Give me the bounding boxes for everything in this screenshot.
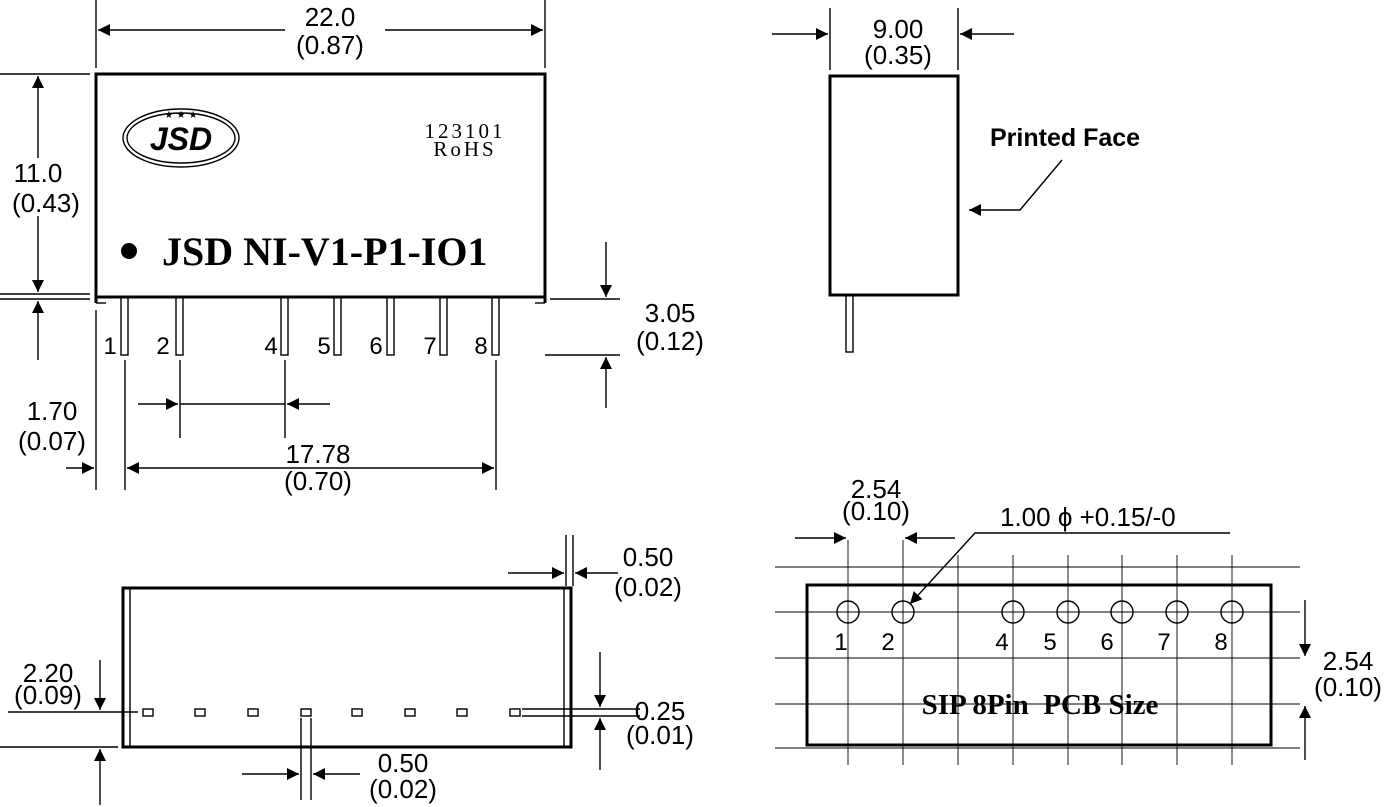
front-view: ★ ★ ★ JSD 123101 RoHS JSD NI-V1-P1-IO1 1… (0, 0, 704, 496)
svg-text:7: 7 (423, 333, 436, 360)
thickness-dim-mm: 9.00 (873, 14, 924, 44)
offset-dim-in: (0.09) (14, 680, 82, 710)
printed-face-label: Printed Face (990, 124, 1140, 152)
edge-offset-dim-in: (0.07) (18, 426, 86, 456)
edge-offset-dim-mm: 1.70 (27, 396, 78, 426)
svg-text:8: 8 (474, 333, 487, 360)
width-dim-mm: 22.0 (305, 2, 356, 32)
bottom-pins (142, 708, 521, 717)
pin-length-dim-mm: 3.05 (645, 298, 696, 328)
front-pins (120, 296, 500, 356)
pin-thickness-dim-mm: 0.25 (635, 696, 686, 726)
svg-text:4: 4 (995, 629, 1008, 656)
module-body (94, 72, 547, 299)
svg-text:★ ★ ★: ★ ★ ★ (164, 110, 197, 121)
model-name: JSD NI-V1-P1-IO1 (162, 229, 488, 274)
date-code: 123101 (425, 119, 506, 143)
thickness-dim-in: (0.35) (864, 40, 932, 70)
svg-text:6: 6 (1100, 629, 1113, 656)
front-pin-labels: 1 2 4 5 6 7 8 (103, 333, 487, 360)
row-dim-in: (0.10) (1314, 672, 1382, 702)
side-body (828, 74, 960, 297)
svg-text:2: 2 (881, 629, 894, 656)
pcb-grid (775, 540, 1300, 765)
svg-text:6: 6 (369, 333, 382, 360)
pitch-dim-in: (0.10) (842, 496, 910, 526)
hole-spec: 1.00 ϕ +0.15/-0 (1000, 502, 1176, 532)
span-dim-in: (0.70) (284, 466, 352, 496)
svg-text:1: 1 (103, 333, 116, 360)
bottom-view: 0.50 (0.02) 2.20 (0.09) 0.25 (0.01) 0.50… (0, 535, 694, 805)
svg-text:5: 5 (1043, 629, 1056, 656)
pcb-view: 1 2 4 5 6 7 8 2.54 (0.10) 1.00 ϕ +0.15/-… (775, 474, 1382, 765)
pitch-dim-mm: 2.54 (851, 474, 902, 504)
svg-text:2: 2 (156, 333, 169, 360)
rohs-mark: RoHS (433, 137, 496, 161)
width-dim-in: (0.87) (296, 30, 364, 60)
edge-dim-mm: 0.50 (623, 542, 674, 572)
bottom-body (121, 586, 573, 749)
svg-text:8: 8 (1214, 629, 1227, 656)
pcb-title: SIP 8Pin PCB Size (922, 689, 1159, 721)
pcb-outline (805, 583, 1273, 747)
height-dim-mm: 11.0 (14, 158, 63, 188)
pin-width-dim-mm: 0.50 (378, 748, 429, 778)
jsd-logo: ★ ★ ★ JSD (122, 108, 240, 168)
offset-dim-mm: 2.20 (23, 658, 74, 688)
pin1-dot (121, 243, 137, 259)
svg-text:5: 5 (317, 333, 330, 360)
pcb-holes (836, 600, 1244, 624)
side-view: 9.00 (0.35) Printed Face (772, 8, 1140, 353)
pin-length-dim-in: (0.12) (636, 326, 704, 356)
svg-text:JSD: JSD (150, 121, 212, 157)
pcb-pin-labels: 1 2 4 5 6 7 8 (834, 629, 1227, 656)
pin-width-dim-in: (0.02) (369, 774, 437, 804)
svg-text:4: 4 (264, 333, 277, 360)
span-dim-mm: 17.78 (285, 439, 350, 469)
svg-text:1: 1 (834, 629, 847, 656)
edge-dim-in: (0.02) (614, 572, 682, 602)
pin-thickness-dim-in: (0.01) (626, 720, 694, 750)
height-dim-in: (0.43) (12, 188, 80, 218)
row-dim-mm: 2.54 (1323, 646, 1374, 676)
svg-text:7: 7 (1157, 629, 1170, 656)
